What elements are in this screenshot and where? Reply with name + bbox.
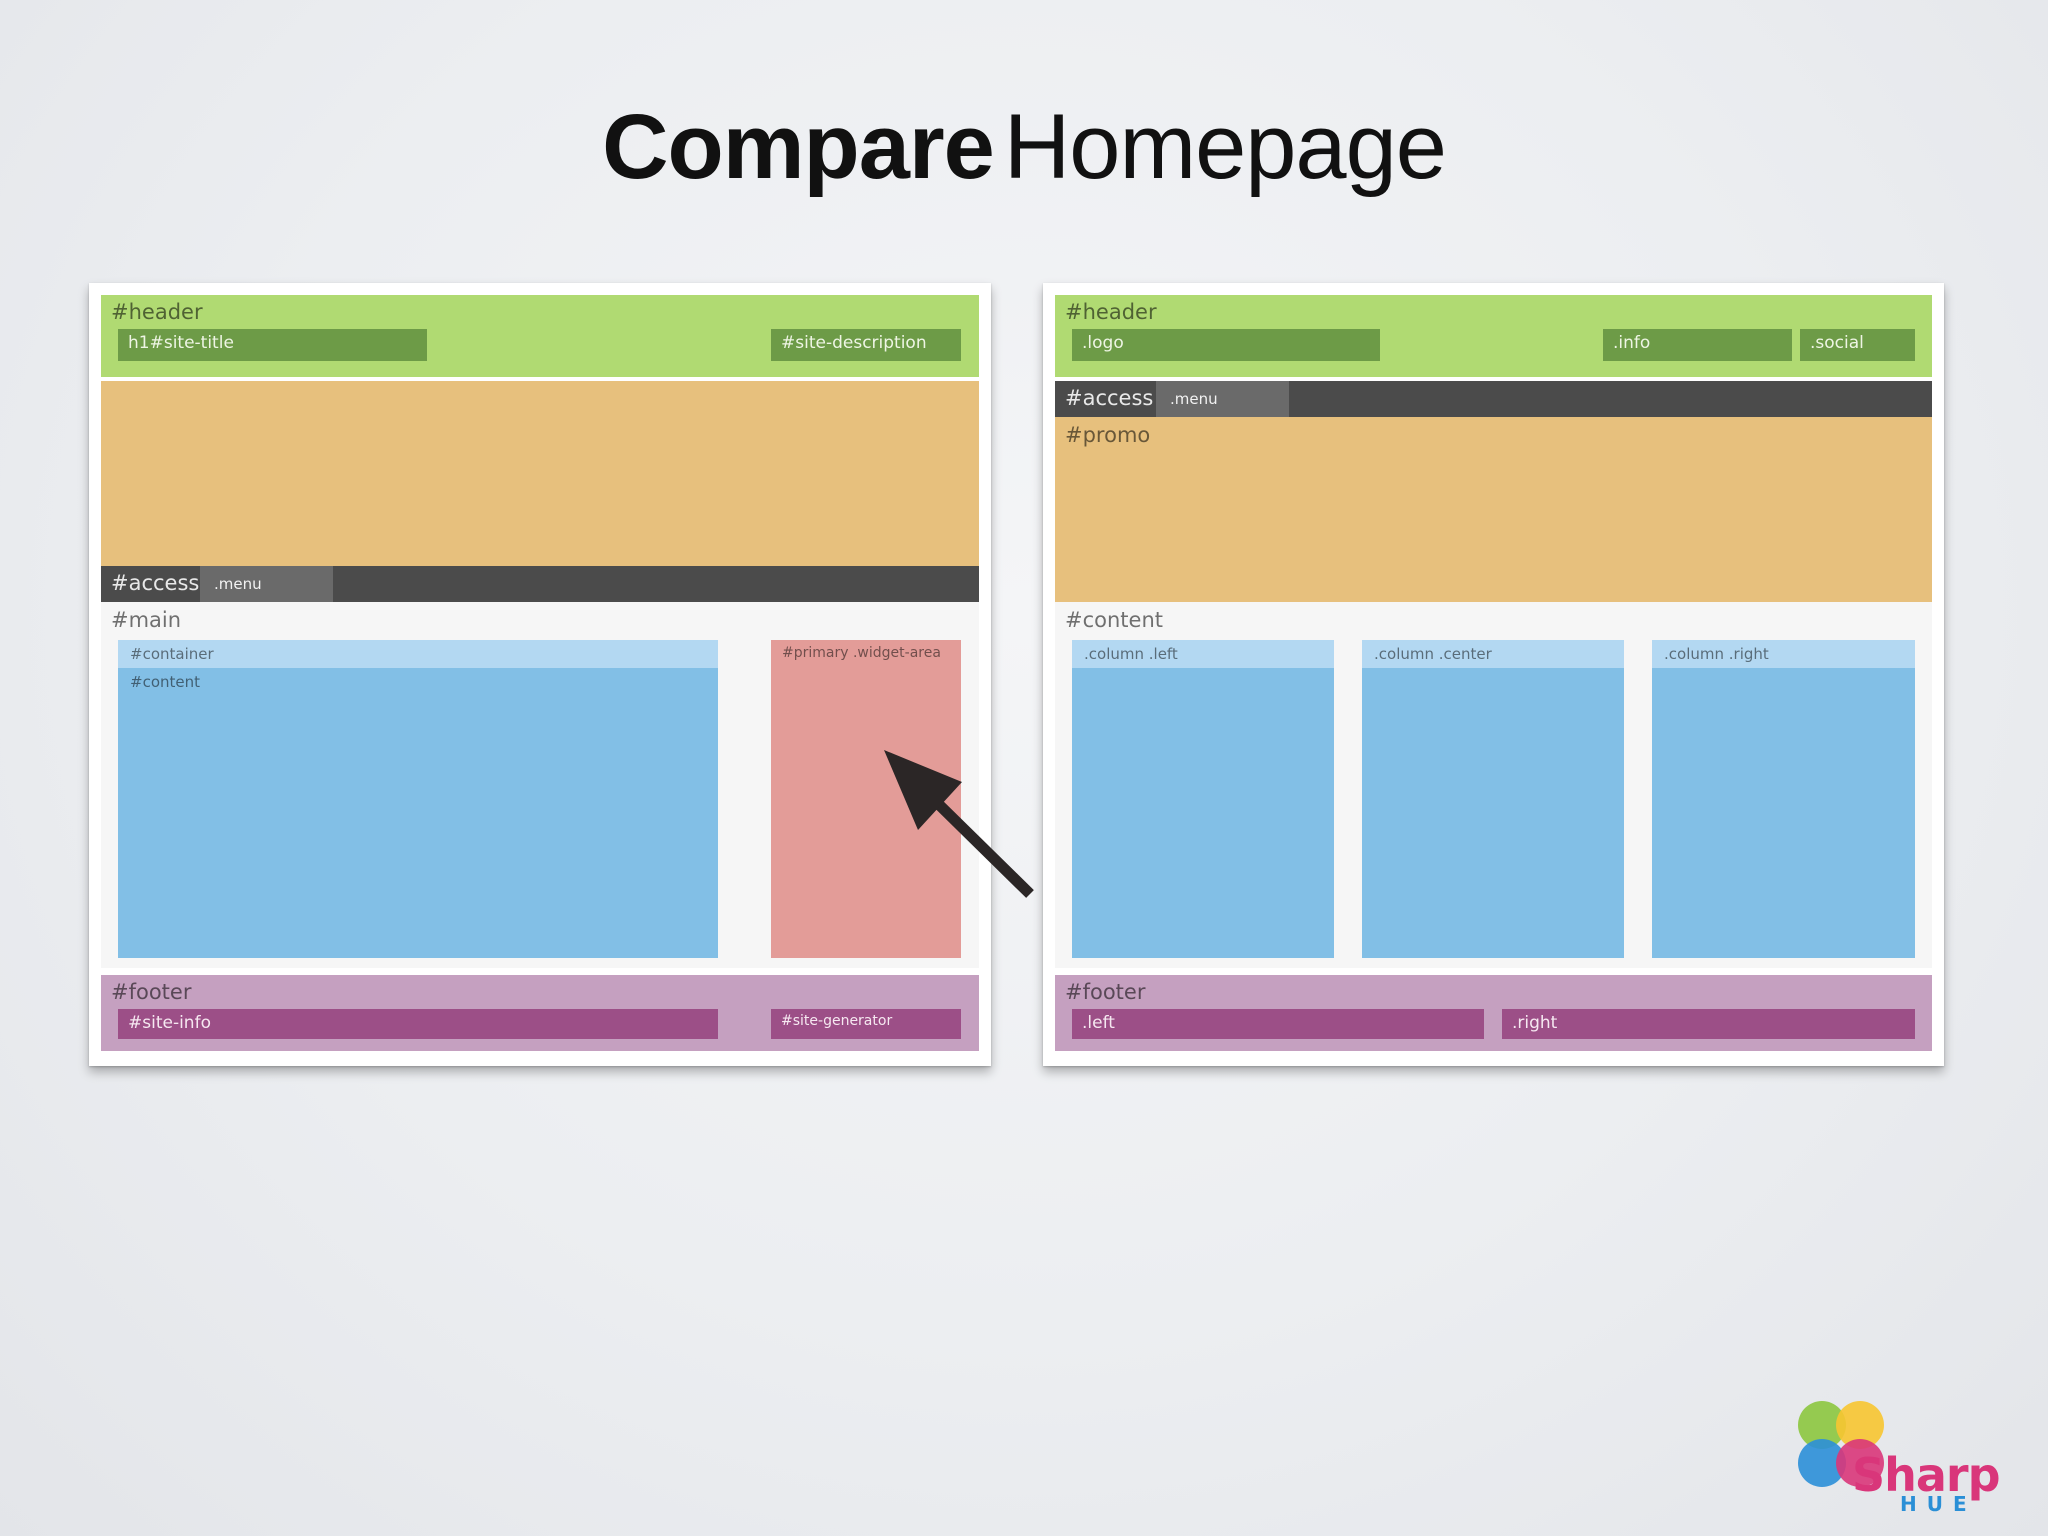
left-content-block: #content xyxy=(118,668,718,958)
left-footer-block: #footer #site-info #site-generator xyxy=(101,975,979,1051)
left-content-label: #content xyxy=(130,673,200,691)
right-promo-block: #promo xyxy=(1055,417,1932,602)
right-header-block: #header .logo .info .social xyxy=(1055,295,1932,377)
left-header-block: #header h1#site-title #site-description xyxy=(101,295,979,377)
right-logo-chip: .logo xyxy=(1072,329,1380,361)
slide-title-bold: Compare xyxy=(602,96,995,198)
right-promo-label: #promo xyxy=(1065,423,1151,447)
left-main-label: #main xyxy=(111,608,182,632)
right-menu-label: .menu xyxy=(1170,390,1218,408)
right-column-center-body xyxy=(1362,668,1624,958)
right-content-block: #content .column .left .column .center .… xyxy=(1055,602,1932,968)
left-wireframe: #header h1#site-title #site-description … xyxy=(89,283,991,1066)
left-site-description-chip: #site-description xyxy=(771,329,961,361)
left-banner-block xyxy=(101,381,979,566)
right-column-right-body xyxy=(1652,668,1915,958)
right-footer-label: #footer xyxy=(1065,980,1146,1004)
right-header-label: #header xyxy=(1065,300,1157,324)
right-column-left-head: .column .left xyxy=(1072,640,1334,668)
logo-wordmark: Sharp xyxy=(1852,1448,2001,1502)
right-access-bar: #access .menu xyxy=(1055,381,1932,417)
right-column-left-label: .column .left xyxy=(1084,645,1178,663)
right-access-label: #access xyxy=(1065,386,1154,410)
left-footer-label: #footer xyxy=(111,980,192,1004)
left-site-title-chip: h1#site-title xyxy=(118,329,427,361)
left-access-label: #access xyxy=(111,571,200,595)
right-column-left-body xyxy=(1072,668,1334,958)
right-menu-block: .menu xyxy=(1156,381,1289,417)
left-access-bar: #access .menu xyxy=(101,566,979,602)
right-footer-left-chip: .left xyxy=(1072,1009,1484,1039)
left-container-head: #container xyxy=(118,640,718,668)
right-footer-right-chip: .right xyxy=(1502,1009,1915,1039)
left-menu-label: .menu xyxy=(214,575,262,593)
logo-subtext: HUE xyxy=(1900,1492,1977,1516)
right-footer-block: #footer .left .right xyxy=(1055,975,1932,1051)
left-header-label: #header xyxy=(111,300,203,324)
left-widget-area-label: #primary .widget-area xyxy=(782,645,941,661)
right-column-right-label: .column .right xyxy=(1664,645,1769,663)
left-site-info-chip: #site-info xyxy=(118,1009,718,1039)
slide-title-light: Homepage xyxy=(1003,96,1447,198)
right-column-center-head: .column .center xyxy=(1362,640,1624,668)
logo-icon xyxy=(1798,1401,1884,1487)
right-social-chip: .social xyxy=(1800,329,1915,361)
right-wireframe: #header .logo .info .social #access .men… xyxy=(1043,283,1944,1066)
left-menu-block: .menu xyxy=(200,566,333,602)
left-site-generator-chip: #site-generator xyxy=(771,1009,961,1039)
left-main-block: #main #container #content #primary .widg… xyxy=(101,602,979,968)
right-content-label: #content xyxy=(1065,608,1163,632)
arrow-icon xyxy=(884,750,1034,898)
right-info-chip: .info xyxy=(1603,329,1792,361)
right-column-right-head: .column .right xyxy=(1652,640,1915,668)
left-container-label: #container xyxy=(130,645,214,663)
right-column-center-label: .column .center xyxy=(1374,645,1492,663)
